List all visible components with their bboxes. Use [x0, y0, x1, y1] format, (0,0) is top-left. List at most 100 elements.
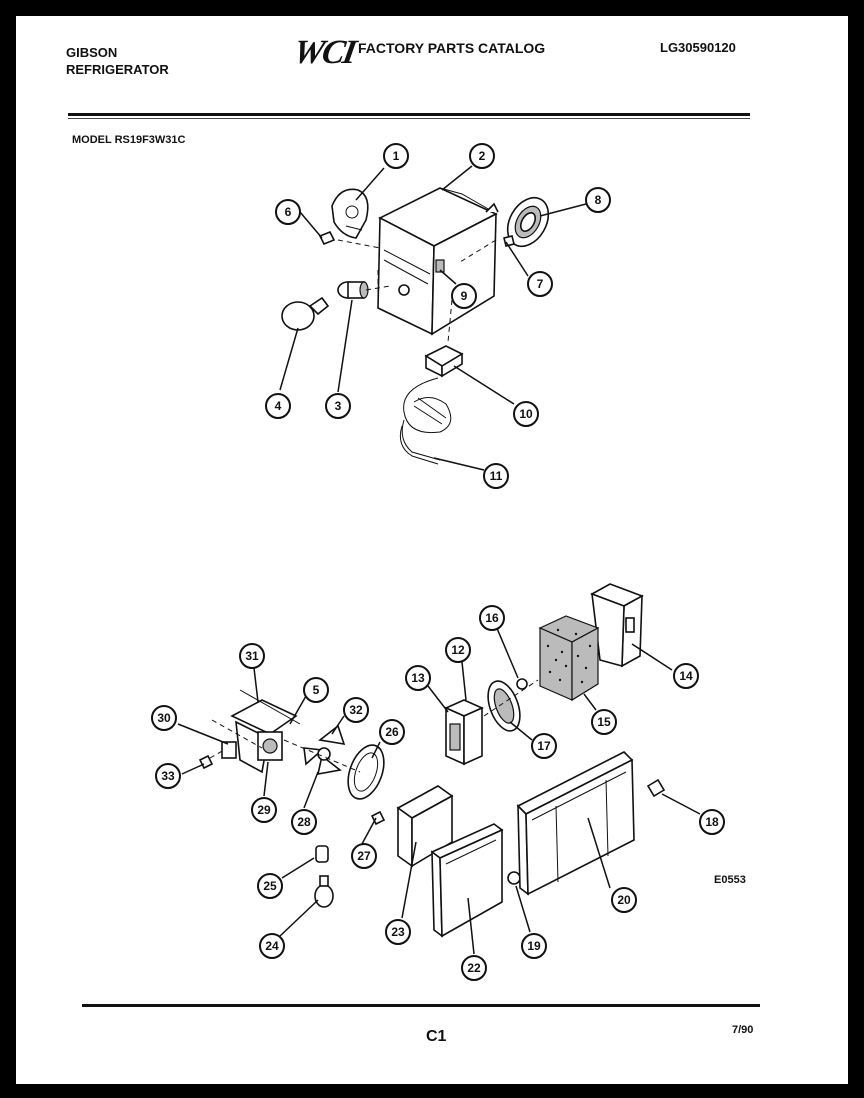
callout-11: 11: [483, 463, 509, 489]
callout-28-label: 28: [297, 815, 311, 829]
clip-part: [315, 845, 329, 863]
callout-24: 24: [259, 933, 285, 959]
callout-31: 31: [239, 643, 265, 669]
callout-5: 5: [303, 677, 329, 703]
callout-3: 3: [325, 393, 351, 419]
callout-25: 25: [257, 873, 283, 899]
callout-5-label: 5: [313, 683, 320, 697]
callout-29-label: 29: [257, 803, 271, 817]
brand-name: GIBSON: [66, 45, 118, 60]
callout-10: 10: [513, 401, 539, 427]
callout-13: 13: [405, 665, 431, 691]
callout-23: 23: [385, 919, 411, 945]
screw-part: [516, 678, 528, 690]
callout-19: 19: [521, 933, 547, 959]
product-type: REFRIGERATOR: [66, 62, 169, 77]
callout-11-label: 11: [490, 469, 503, 483]
light-bulb-part: [281, 296, 330, 331]
callout-24-label: 24: [265, 939, 279, 953]
callout-12: 12: [445, 637, 471, 663]
callout-17: 17: [531, 733, 557, 759]
callout-32-label: 32: [349, 703, 363, 717]
screw-part: [507, 871, 521, 885]
screw-part: [646, 778, 666, 798]
page-code: C1: [426, 1028, 447, 1045]
callout-20-label: 20: [617, 893, 631, 907]
callout-33-label: 33: [161, 769, 175, 783]
catalog-number: LG30590120: [660, 40, 736, 55]
callout-2: 2: [469, 143, 495, 169]
catalog-title: FACTORY PARTS CATALOG: [358, 40, 546, 56]
callout-3-label: 3: [335, 399, 342, 413]
light-bulb-part: [314, 875, 334, 908]
callout-19-label: 19: [527, 939, 541, 953]
callout-29: 29: [251, 797, 277, 823]
callout-4-label: 4: [275, 399, 282, 413]
callout-30-label: 30: [157, 711, 171, 725]
callout-17-label: 17: [537, 739, 551, 753]
gasket-ring-part: [487, 680, 521, 732]
switch-part: [424, 345, 464, 378]
control-box-part: [590, 583, 644, 668]
callout-27: 27: [351, 843, 377, 869]
switch-part: [221, 741, 237, 759]
callout-23-label: 23: [391, 925, 405, 939]
callout-14-label: 14: [679, 669, 693, 683]
callout-27-label: 27: [357, 849, 371, 863]
callout-18: 18: [699, 809, 725, 835]
callout-16: 16: [479, 605, 505, 631]
control-panel-part: [396, 785, 454, 868]
header-rule-thin: [68, 118, 750, 119]
drip-tray-part: [430, 823, 504, 938]
footer-rule: [82, 1004, 760, 1007]
callout-10-label: 10: [519, 407, 533, 421]
callout-1-label: 1: [393, 149, 400, 163]
callout-7: 7: [527, 271, 553, 297]
screw-part: [318, 230, 336, 246]
callout-7-label: 7: [537, 277, 544, 291]
callout-26-label: 26: [385, 725, 399, 739]
header-rule: [68, 113, 750, 116]
motor-part: [257, 731, 283, 761]
callout-8: 8: [585, 187, 611, 213]
callout-18-label: 18: [705, 815, 719, 829]
callout-8-label: 8: [595, 193, 602, 207]
callout-9-label: 9: [461, 289, 468, 303]
callout-16-label: 16: [485, 611, 499, 625]
callout-15-label: 15: [597, 715, 611, 729]
lamp-socket-part: [337, 281, 369, 299]
light-housing-part: [377, 187, 499, 336]
dispenser-door-part: [516, 751, 635, 896]
callout-28: 28: [291, 809, 317, 835]
callout-22-label: 22: [467, 961, 481, 975]
callout-12-label: 12: [451, 643, 465, 657]
filter-block-part: [538, 615, 600, 702]
callout-2-label: 2: [479, 149, 486, 163]
callout-9: 9: [451, 283, 477, 309]
date-code: 7/90: [732, 1024, 754, 1036]
brand-block: GIBSON REFRIGERATOR: [66, 44, 169, 78]
bracket-part: [444, 699, 484, 766]
callout-32: 32: [343, 697, 369, 723]
diagram-code: E0553: [714, 874, 746, 886]
callout-20: 20: [611, 887, 637, 913]
callout-13-label: 13: [411, 671, 425, 685]
fan-blade-part: [303, 724, 346, 776]
callout-4: 4: [265, 393, 291, 419]
callout-15: 15: [591, 709, 617, 735]
screw-part: [503, 235, 515, 247]
switch-cover-part: [331, 188, 369, 239]
callout-6-label: 6: [285, 205, 292, 219]
callout-1: 1: [383, 143, 409, 169]
model-label: MODEL RS19F3W31C: [72, 134, 186, 146]
callout-31-label: 31: [245, 649, 259, 663]
callout-26: 26: [379, 719, 405, 745]
lamp-cover-wheel-part: [506, 196, 550, 248]
callout-14: 14: [673, 663, 699, 689]
callout-30: 30: [151, 705, 177, 731]
callout-33: 33: [155, 763, 181, 789]
callout-25-label: 25: [263, 879, 277, 893]
wire-harness-part: [399, 377, 452, 465]
